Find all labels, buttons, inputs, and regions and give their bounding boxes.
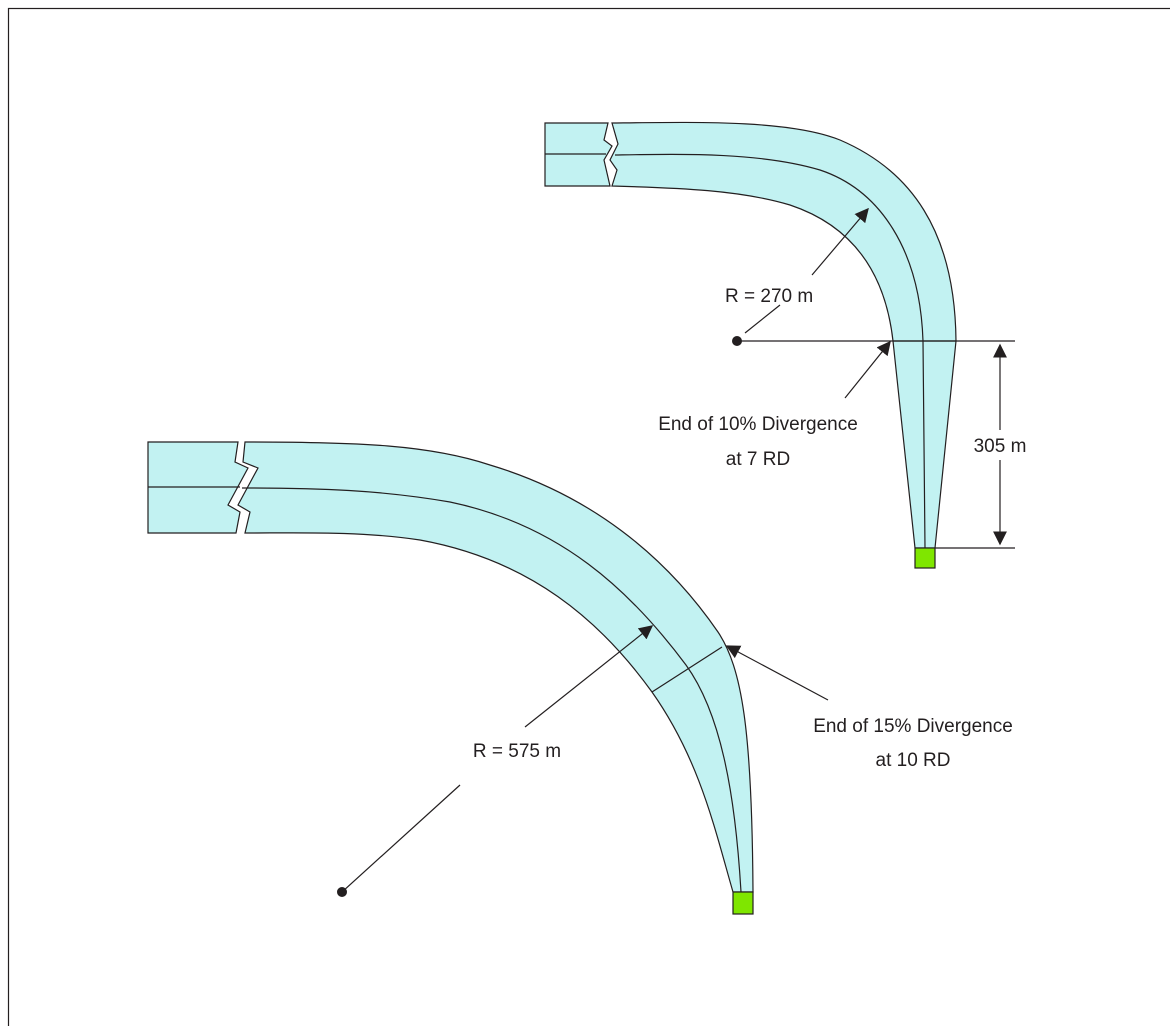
upper-radius-leader-a (745, 305, 780, 333)
upper-divergence-label-line1: End of 10% Divergence (658, 414, 858, 435)
upper-dimension-label: 305 m (974, 436, 1027, 457)
upper-end-block (915, 548, 935, 568)
upper-divergence-label-line2: at 7 RD (726, 449, 790, 470)
upper-curved-band (610, 122, 956, 548)
lower-radius-leader-a (342, 785, 460, 892)
lower-curve-group: R = 575 m End of 15% Divergence at 10 RD (148, 442, 1013, 914)
lower-divergence-label-line2: at 10 RD (876, 750, 951, 771)
lower-radius-arrow (525, 626, 652, 727)
lower-curved-band (238, 442, 753, 892)
upper-divergence-arrow (845, 342, 890, 398)
lower-end-block (733, 892, 753, 914)
lower-radius-label: R = 575 m (473, 741, 561, 762)
lower-divergence-label-line1: End of 15% Divergence (813, 716, 1013, 737)
upper-radius-label: R = 270 m (725, 286, 813, 307)
lower-divergence-arrow (727, 646, 828, 700)
upper-curve-group: R = 270 m End of 10% Divergence at 7 RD … (545, 122, 1032, 568)
